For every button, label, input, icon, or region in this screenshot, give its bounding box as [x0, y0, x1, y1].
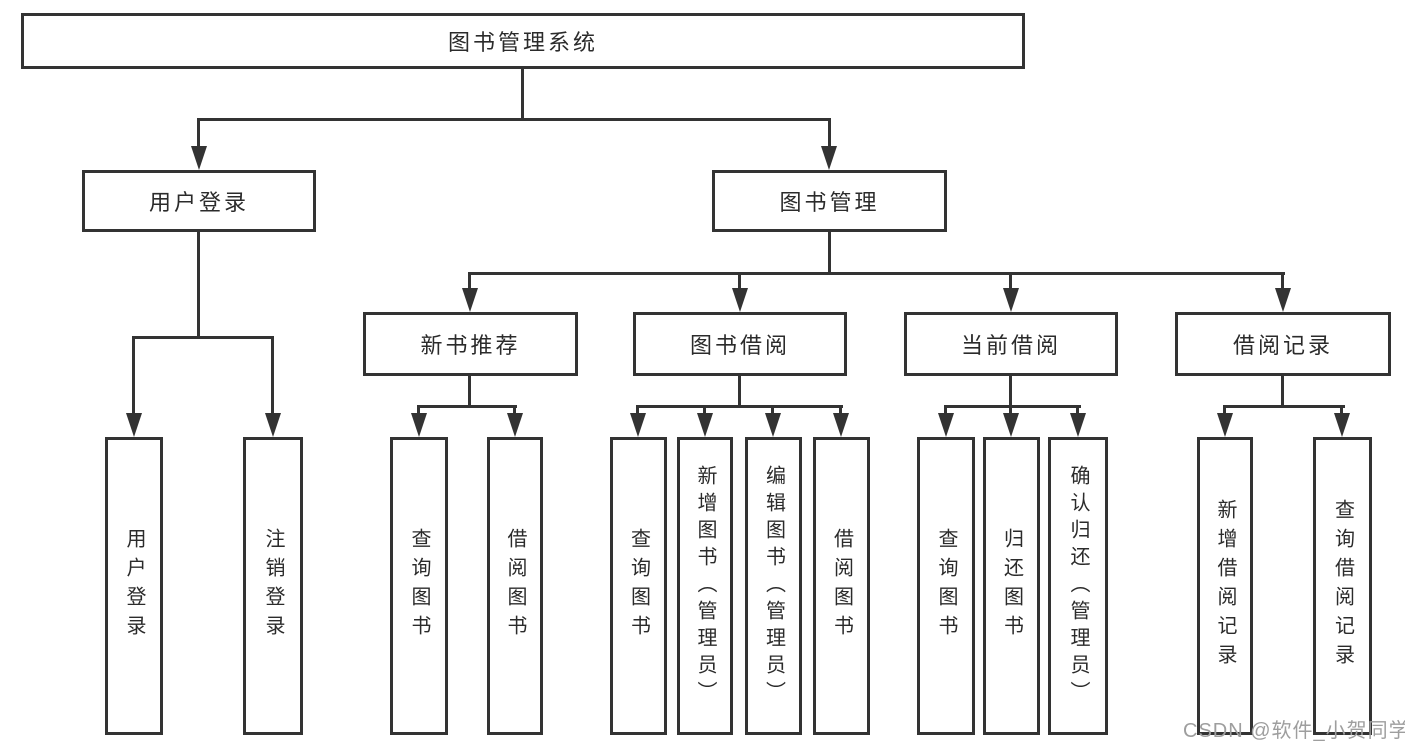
connector-mgmt-hbar: [468, 272, 1285, 275]
node-root-system: 图书管理系统: [21, 13, 1025, 69]
connector-records-hbar: [1223, 405, 1345, 408]
connector-drop: [271, 336, 274, 413]
leaf-borrow-borrow: 借阅图书: [813, 437, 870, 735]
connector-borrow-hbar: [636, 405, 843, 408]
arrow-down-icon: [1334, 413, 1350, 437]
leaf-borrow-edit-admin: 编辑图书（管理员）: [745, 437, 802, 735]
connector-drop: [468, 272, 471, 288]
arrow-down-icon: [126, 413, 142, 437]
leaf-current-query: 查询图书: [917, 437, 975, 735]
arrow-down-icon: [462, 288, 478, 312]
node-new-book-recommend: 新书推荐: [363, 312, 578, 376]
arrow-down-icon: [833, 413, 849, 437]
leaf-logout: 注销登录: [243, 437, 303, 735]
connector-drop: [839, 405, 842, 413]
leaf-borrow-add-admin: 新增图书（管理员）: [677, 437, 733, 735]
connector-drop: [1223, 405, 1226, 413]
connector-drop: [132, 336, 135, 413]
arrow-down-icon: [265, 413, 281, 437]
node-book-management: 图书管理: [712, 170, 947, 232]
connector-drop: [771, 405, 774, 413]
arrow-down-icon: [765, 413, 781, 437]
node-book-borrow: 图书借阅: [633, 312, 847, 376]
connector-login-hbar: [132, 336, 274, 339]
connector-drop: [197, 118, 200, 146]
arrow-down-icon: [411, 413, 427, 437]
connector-drop: [513, 405, 516, 413]
arrow-down-icon: [1003, 288, 1019, 312]
arrow-down-icon: [1217, 413, 1233, 437]
arrow-down-icon: [1070, 413, 1086, 437]
connector-root-stem: [521, 69, 524, 118]
node-user-login: 用户登录: [82, 170, 316, 232]
connector-drop: [636, 405, 639, 413]
arrow-down-icon: [630, 413, 646, 437]
connector-drop: [944, 405, 947, 413]
arrow-down-icon: [821, 146, 837, 170]
leaf-current-confirm-admin: 确认归还（管理员）: [1048, 437, 1108, 735]
node-borrow-records: 借阅记录: [1175, 312, 1391, 376]
connector-drop: [417, 405, 420, 413]
connector-records-stem: [1281, 376, 1284, 405]
connector-root-hbar: [197, 118, 831, 121]
arrow-down-icon: [697, 413, 713, 437]
connector-drop: [1076, 405, 1079, 413]
leaf-borrow-query: 查询图书: [610, 437, 667, 735]
csdn-watermark: CSDN @软件_小贺同学: [1183, 720, 1405, 742]
connector-drop: [1009, 405, 1012, 413]
arrow-down-icon: [507, 413, 523, 437]
connector-newbook-stem: [468, 376, 471, 405]
arrow-down-icon: [1275, 288, 1291, 312]
leaf-newbook-query: 查询图书: [390, 437, 448, 735]
connector-drop: [1281, 272, 1284, 288]
connector-drop: [828, 118, 831, 146]
leaf-user-login: 用户登录: [105, 437, 163, 735]
connector-drop: [1340, 405, 1343, 413]
connector-drop: [738, 272, 741, 288]
connector-current-hbar: [944, 405, 1081, 408]
leaf-records-add: 新增借阅记录: [1197, 437, 1253, 735]
connector-current-stem: [1009, 376, 1012, 405]
leaf-newbook-borrow: 借阅图书: [487, 437, 543, 735]
arrow-down-icon: [938, 413, 954, 437]
leaf-records-query: 查询借阅记录: [1313, 437, 1372, 735]
connector-drop: [703, 405, 706, 413]
connector-mgmt-stem: [828, 232, 831, 272]
connector-drop: [1009, 272, 1012, 288]
connector-borrow-stem: [738, 376, 741, 405]
arrow-down-icon: [191, 146, 207, 170]
arrow-down-icon: [732, 288, 748, 312]
leaf-current-return: 归还图书: [983, 437, 1040, 735]
connector-newbook-hbar: [417, 405, 517, 408]
arrow-down-icon: [1003, 413, 1019, 437]
connector-login-stem: [197, 232, 200, 336]
node-current-borrow: 当前借阅: [904, 312, 1118, 376]
